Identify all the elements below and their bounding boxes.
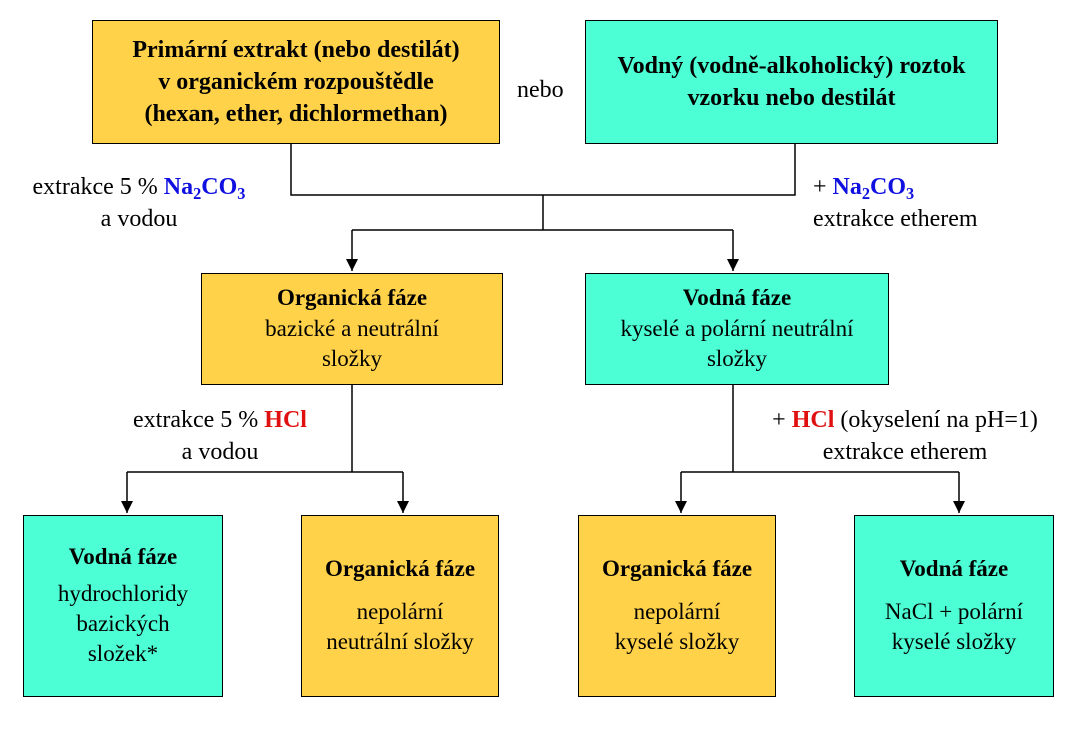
- split-connector-left: [127, 385, 403, 473]
- aqueous-basic-box: Vodná fáze hydrochloridy bazických slože…: [23, 515, 223, 697]
- organic-acidic-title: Organická fáze: [601, 556, 753, 582]
- organic-neutral-line-1: nepolární: [356, 598, 444, 624]
- step-prefix: extrakce 5 %: [133, 407, 265, 433]
- organic-neutral-box: Organická fáze nepolární neutrální složk…: [301, 515, 499, 697]
- aqueous-basic-line-2: bazických: [76, 611, 170, 636]
- organic-acidic-line-1: nepolární: [633, 598, 721, 624]
- step-label-hcl-right: + HCl (okyselení na pH=1) extrakce ether…: [745, 405, 1065, 469]
- split-connector-1: [352, 195, 733, 231]
- step-prefix: +: [772, 407, 792, 433]
- aqueous-acidic-line-2: kyselé složky: [891, 629, 1017, 655]
- hcl-reagent: HCl: [264, 407, 307, 433]
- step-line-2: a vodou: [181, 438, 259, 465]
- organic-neutral-title: Organická fáze: [324, 556, 476, 582]
- step-label-na2co3-right: + Na2CO3 extrakce etherem: [813, 172, 978, 236]
- aqueous-phase-1-line-2: složky: [706, 346, 768, 372]
- aqueous-acidic-title: Vodná fáze: [899, 556, 1009, 582]
- aqueous-acidic-box: Vodná fáze NaCl + polární kyselé složky: [854, 515, 1054, 697]
- organic-neutral-line-2: neutrální složky: [326, 629, 474, 655]
- hcl-reagent: HCl: [791, 407, 835, 433]
- or-label: nebo: [517, 77, 564, 103]
- split-connector-right: [681, 385, 959, 473]
- organic-acidic-line-2: kyselé složky: [614, 629, 740, 655]
- primary-extract-line-2: v organickém rozpouštědle: [158, 68, 434, 95]
- aqueous-phase-1-box: Vodná fáze kyselé a polární neutrální sl…: [585, 273, 889, 385]
- aqueous-basic-line-3: složek*: [87, 641, 159, 667]
- aqueous-phase-1-title: Vodná fáze: [682, 285, 792, 311]
- merge-connector: [290, 143, 796, 196]
- na2co3-reagent: Na2CO3: [163, 174, 246, 204]
- step-prefix: +: [813, 174, 833, 200]
- organic-phase-1-line-2: složky: [321, 346, 383, 372]
- step-line-2: extrakce etherem: [822, 438, 988, 465]
- organic-phase-1-line-1: bazické a neutrální: [265, 315, 439, 341]
- organic-phase-1-box: Organická fáze bazické a neutrální složk…: [201, 273, 503, 385]
- primary-extract-line-3: (hexan, ether, dichlormethan): [144, 101, 448, 128]
- organic-phase-1-title: Organická fáze: [276, 285, 428, 311]
- step-line-2: a vodou: [100, 205, 178, 232]
- aqueous-basic-title: Vodná fáze: [68, 544, 178, 570]
- organic-acidic-box: Organická fáze nepolární kyselé složky: [578, 515, 776, 697]
- step-line-2: extrakce etherem: [813, 205, 978, 232]
- aqueous-basic-line-1: hydrochloridy: [57, 580, 189, 606]
- primary-extract-line-1: Primární extrakt (nebo destilát): [132, 36, 460, 63]
- primary-extract-box: Primární extrakt (nebo destilát) v organ…: [92, 20, 500, 144]
- aqueous-sample-line-1: Vodný (vodně-alkoholický) roztok: [617, 52, 966, 79]
- aqueous-phase-1-line-1: kyselé a polární neutrální: [620, 315, 854, 341]
- step-prefix: extrakce 5 %: [32, 174, 164, 200]
- step-suffix: (okyselení na pH=1): [834, 407, 1038, 433]
- aqueous-acidic-line-1: NaCl + polární: [884, 598, 1024, 624]
- aqueous-sample-box: Vodný (vodně-alkoholický) roztok vzorku …: [585, 20, 998, 144]
- step-label-hcl-left: extrakce 5 % HCl a vodou: [110, 405, 330, 469]
- aqueous-sample-line-2: vzorku nebo destilát: [687, 85, 896, 111]
- step-label-na2co3-left: extrakce 5 % Na2CO3 a vodou: [8, 172, 270, 236]
- na2co3-reagent: Na2CO3: [832, 174, 915, 204]
